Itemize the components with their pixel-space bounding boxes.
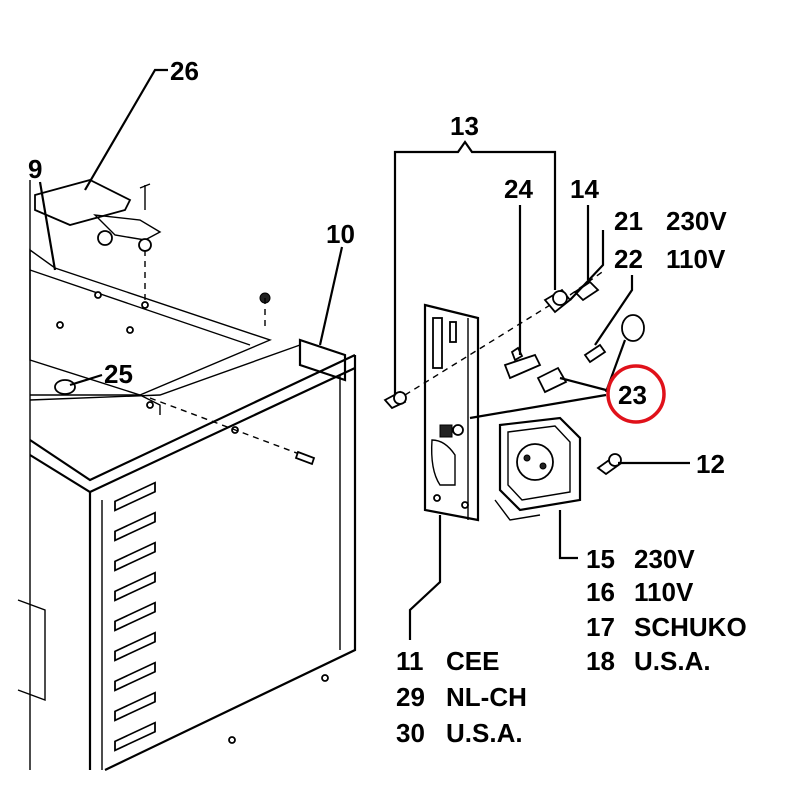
variant-15-text: 230V bbox=[634, 544, 695, 574]
variant-15-num: 15 bbox=[586, 544, 615, 574]
callout-25: 25 bbox=[104, 359, 133, 389]
variant-21-text: 230V bbox=[666, 206, 727, 236]
variant-17-num: 17 bbox=[586, 612, 615, 642]
callout-12: 12 bbox=[696, 449, 725, 479]
variant-30-text: U.S.A. bbox=[446, 718, 523, 748]
fuse-parts-14-21-22 bbox=[536, 269, 645, 394]
callout-labels: 26 9 10 25 13 24 14 23 12 21 230V 22 110… bbox=[28, 56, 747, 748]
thermostat-part-26 bbox=[34, 179, 162, 300]
variant-29-text: NL-CH bbox=[446, 682, 527, 712]
power-socket-15-18 bbox=[494, 416, 582, 521]
leader-lines bbox=[38, 68, 690, 640]
variant-16-text: 110V bbox=[634, 577, 694, 607]
callout-24: 24 bbox=[504, 174, 533, 204]
variant-18-num: 18 bbox=[586, 646, 615, 676]
variant-11-text: CEE bbox=[446, 646, 499, 676]
vent-slots bbox=[114, 481, 156, 752]
callout-9: 9 bbox=[28, 154, 42, 184]
callout-14: 14 bbox=[570, 174, 599, 204]
callout-26: 26 bbox=[170, 56, 199, 86]
variant-22-num: 22 bbox=[614, 244, 643, 274]
variant-21-num: 21 bbox=[614, 206, 643, 236]
callout-10: 10 bbox=[326, 219, 355, 249]
variant-22-text: 110V bbox=[666, 244, 726, 274]
variant-16-num: 16 bbox=[586, 577, 615, 607]
variant-29-num: 29 bbox=[396, 682, 425, 712]
variant-18-text: U.S.A. bbox=[634, 646, 711, 676]
fuse-holder-24 bbox=[383, 301, 556, 410]
highlight-circle-23 bbox=[606, 364, 666, 424]
callout-13: 13 bbox=[450, 111, 479, 141]
callout-23: 23 bbox=[618, 380, 647, 410]
screw-12 bbox=[596, 453, 622, 476]
cabinet-housing bbox=[17, 180, 357, 771]
variant-11-num: 11 bbox=[396, 646, 424, 676]
variant-17-text: SCHUKO bbox=[634, 612, 747, 642]
variant-30-num: 30 bbox=[396, 718, 425, 748]
mounting-plate-11 bbox=[423, 303, 480, 522]
